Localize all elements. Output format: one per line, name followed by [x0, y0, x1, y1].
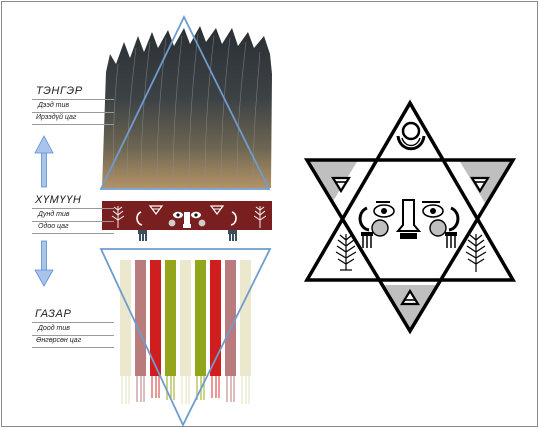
upper-level-title: ТЭНГЭР — [36, 85, 83, 97]
lower-level-line1: Доод тив — [38, 325, 70, 332]
divider — [32, 124, 114, 125]
divider — [32, 335, 114, 336]
middle-level-line1: Дунд тив — [38, 211, 70, 218]
divider — [32, 347, 114, 348]
arrow-down-icon — [35, 241, 53, 286]
pendant-icon — [138, 230, 237, 241]
divider — [32, 208, 114, 209]
lower-level-title: ГАЗАР — [35, 308, 71, 320]
divider — [32, 99, 114, 100]
arrow-up-icon — [35, 136, 53, 187]
feather-crown-icon — [102, 26, 272, 188]
divider — [32, 233, 114, 234]
tree-icon — [466, 234, 486, 272]
middle-level-line2: Одоо цаг — [38, 223, 68, 230]
lower-level-line2: Өнгөрсөн цаг — [36, 337, 81, 344]
upper-level-line2: Ирээдүй цаг — [36, 114, 76, 121]
middle-band — [102, 201, 272, 241]
star-of-david-icon — [307, 103, 513, 331]
divider — [32, 112, 114, 113]
divider — [32, 221, 114, 222]
upper-level-line1: Дээд тив — [38, 102, 69, 109]
divider — [32, 322, 114, 323]
middle-level-title: ХҮМҮҮН — [35, 194, 81, 206]
